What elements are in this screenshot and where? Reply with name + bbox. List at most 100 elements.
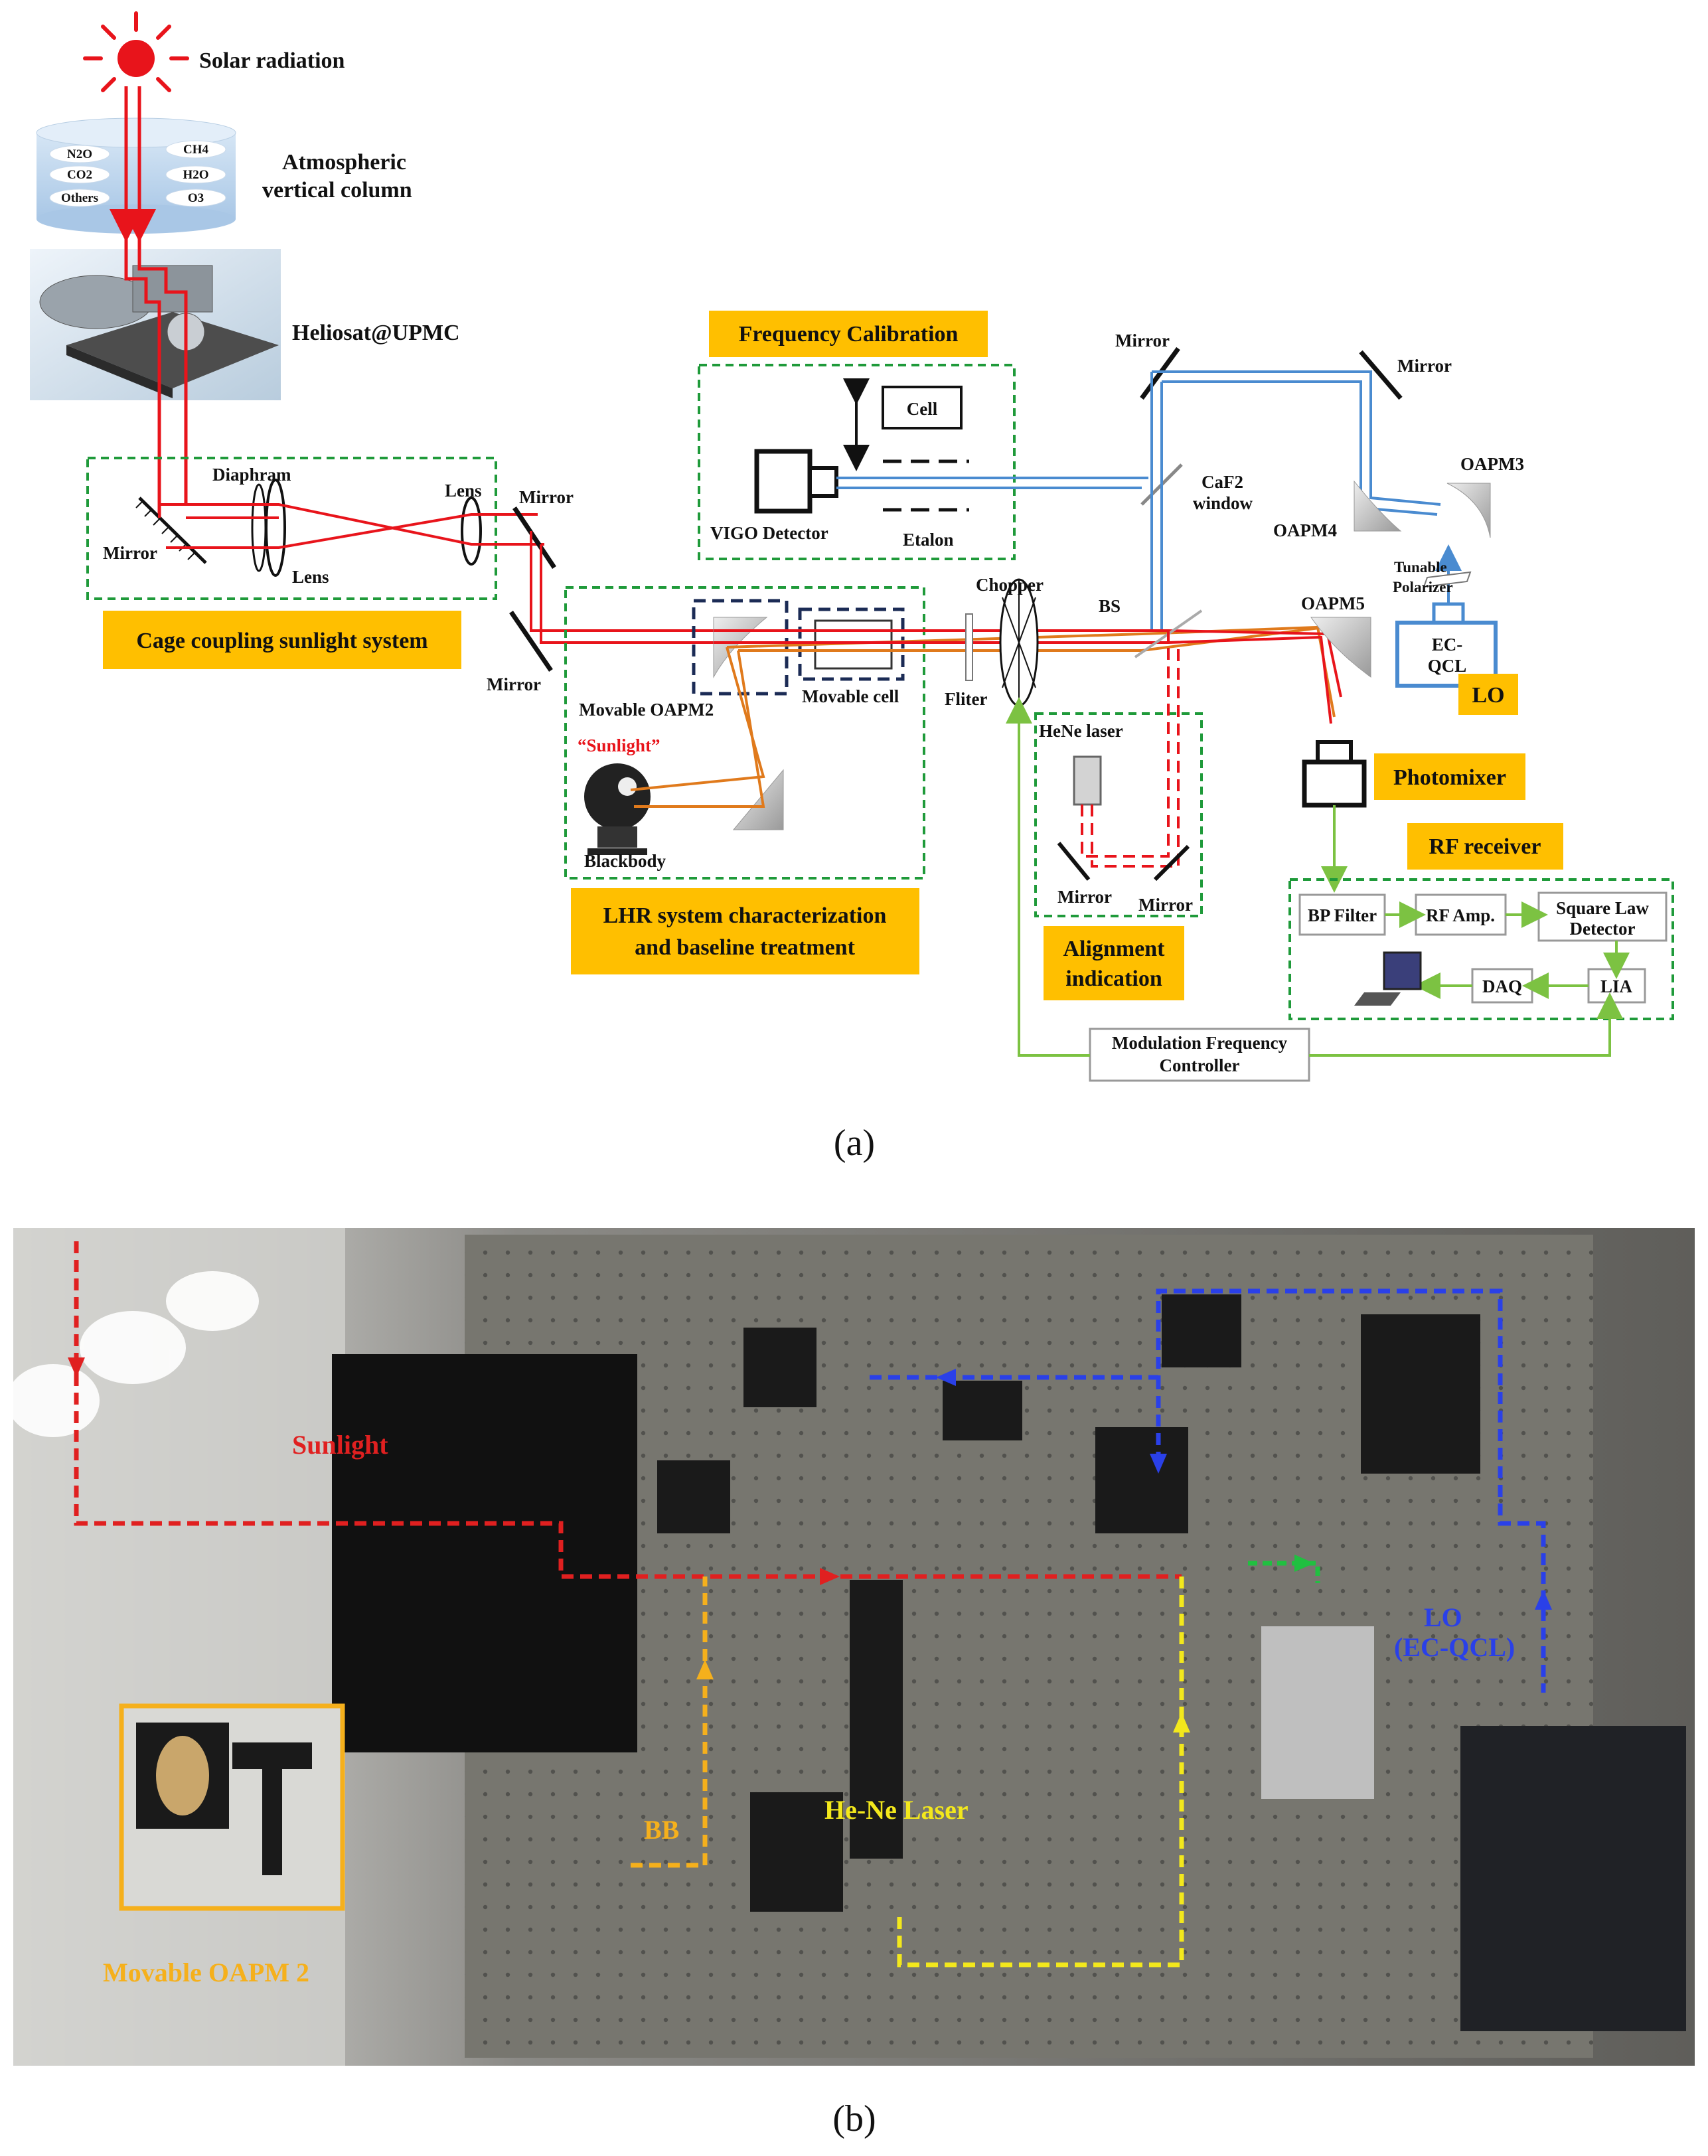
photomixer-icon <box>1302 759 1367 808</box>
mirror-icon <box>509 611 553 672</box>
caption-a: (a) <box>834 1122 875 1164</box>
arrow-left-icon <box>936 1369 956 1386</box>
lo-badge <box>1458 674 1518 715</box>
vigo-detector-icon <box>754 449 813 514</box>
photo-hene-label: He-Ne Laser <box>824 1795 969 1825</box>
sun-icon <box>83 11 189 92</box>
arrow-up-icon <box>1535 1590 1552 1610</box>
photo-bb-label: BB <box>644 1815 679 1845</box>
sun-beam-path <box>158 503 544 549</box>
photo-lo-label-1: LO <box>1424 1602 1462 1632</box>
mirror-icon <box>1359 350 1403 400</box>
etalon-icon <box>883 459 969 512</box>
photomixer-label: Photomixer <box>1393 765 1506 790</box>
photomixer-icon <box>1316 740 1353 764</box>
mirror-icon <box>1057 842 1091 881</box>
sunlight-label: “Sunlight” <box>578 735 660 755</box>
etalon-label: Etalon <box>903 530 954 550</box>
rf-box <box>1288 878 1674 1020</box>
lo-beam-path <box>1150 370 1462 631</box>
sun-beam-path <box>530 531 714 644</box>
sun-label: Solar radiation <box>199 48 345 73</box>
arrow-right-icon <box>1294 1555 1314 1572</box>
movable-cell-label: Movable cell <box>802 686 899 706</box>
heliosat-photo <box>30 249 281 400</box>
panel-a-schematic: Solar radiation N2O CO2 Others CH4 H2O O… <box>30 11 1674 1164</box>
diaphram-icon <box>251 483 267 572</box>
lia-label: LIA <box>1600 976 1633 996</box>
mirror-label: Mirror <box>1115 331 1170 350</box>
freq-title-badge <box>709 311 988 357</box>
lhr-box <box>564 586 925 880</box>
alignment-title-1: Alignment <box>1063 937 1166 961</box>
chopper-label: Chopper <box>976 575 1044 595</box>
ecqcl-label-1: EC- <box>1432 635 1463 654</box>
movable-cell-frame <box>798 607 905 681</box>
cage-title: Cage coupling sunlight system <box>136 629 427 653</box>
vigo-detector-icon <box>808 466 838 498</box>
alignment-box <box>1034 712 1203 917</box>
oapm-icon <box>1446 483 1491 538</box>
computer-icon <box>1354 951 1422 1006</box>
daq-label: DAQ <box>1482 976 1522 996</box>
cage-coupling-box <box>86 457 497 600</box>
arrow-up-icon <box>696 1659 714 1679</box>
lo-beam-path <box>836 477 1148 489</box>
diaphram-label: Diaphram <box>212 465 291 485</box>
photo-lo-path <box>870 1288 1546 1693</box>
alignment-beam-path <box>1081 631 1180 868</box>
photo-hene-path <box>897 1577 1184 1967</box>
vigo-label: VIGO Detector <box>710 523 828 543</box>
ecqcl-label-2: QCL <box>1428 656 1467 676</box>
lo-label: LO <box>1472 683 1504 708</box>
mirror-label: Mirror <box>519 487 574 507</box>
caf2-label-2: window <box>1193 493 1253 513</box>
lens-icon <box>461 497 482 566</box>
photo-combined-path <box>1248 1561 1320 1583</box>
oapm2-post <box>262 1769 282 1875</box>
oapm3-label: OAPM3 <box>1460 454 1524 474</box>
rf-signal-line <box>1385 901 1630 999</box>
arrow-up-icon <box>1173 1713 1190 1733</box>
cage-title-badge <box>103 611 461 669</box>
atmos-label-1: Atmospheric <box>282 150 406 175</box>
photo-oapm-label: Movable OAPM 2 <box>103 1958 309 1987</box>
arrow-right-icon <box>820 1568 840 1585</box>
mirror-label: Mirror <box>1397 356 1452 376</box>
mirror-icon <box>1140 346 1180 400</box>
atmosphere-column-icon: N2O CO2 Others CH4 H2O O3 <box>36 117 236 234</box>
oapm2-label: Movable OAPM2 <box>579 700 714 720</box>
cage-lens-label: Lens <box>292 567 329 587</box>
gas-label: H2O <box>183 168 208 182</box>
lens-icon <box>265 479 286 577</box>
oapm5-label: OAPM5 <box>1301 593 1365 613</box>
oapm2-mirror <box>156 1736 209 1815</box>
cage-mirror-label: Mirror <box>103 543 157 563</box>
photo-lo-label-2: (EC-QCL) <box>1394 1632 1515 1662</box>
hene-label: HeNe laser <box>1039 721 1123 741</box>
heliosat-label: Heliosat@UPMC <box>292 321 460 345</box>
photo-sunlight-label: Sunlight <box>292 1430 388 1460</box>
oapm-icon <box>1310 617 1371 678</box>
freq-title: Frequency Calibration <box>739 322 959 346</box>
cell-icon <box>882 386 963 429</box>
oapm-icon <box>1354 480 1402 532</box>
mirror-label: Mirror <box>487 674 541 694</box>
mirror-label: Mirror <box>1138 895 1193 915</box>
polarizer-icon <box>1423 571 1472 588</box>
arrow-down-icon <box>68 1357 85 1377</box>
mirror-label: Mirror <box>1057 887 1112 907</box>
blackbody-icon <box>584 763 651 855</box>
square-law-label-2: Detector <box>1570 919 1636 939</box>
photomixer-badge <box>1374 753 1525 800</box>
mirror-icon <box>512 506 556 569</box>
gas-label: CO2 <box>67 168 92 182</box>
caption-b: (b) <box>832 2098 876 2139</box>
panel-b-photo: Sunlight LO (EC-QCL) He-Ne Laser BB <box>7 1228 1695 2139</box>
chopper-icon <box>999 578 1039 707</box>
arrow-down-icon <box>1150 1454 1167 1474</box>
polarizer-label-1: Tunable <box>1394 559 1447 576</box>
lens-label: Lens <box>445 481 482 501</box>
gas-label: Others <box>61 191 98 205</box>
